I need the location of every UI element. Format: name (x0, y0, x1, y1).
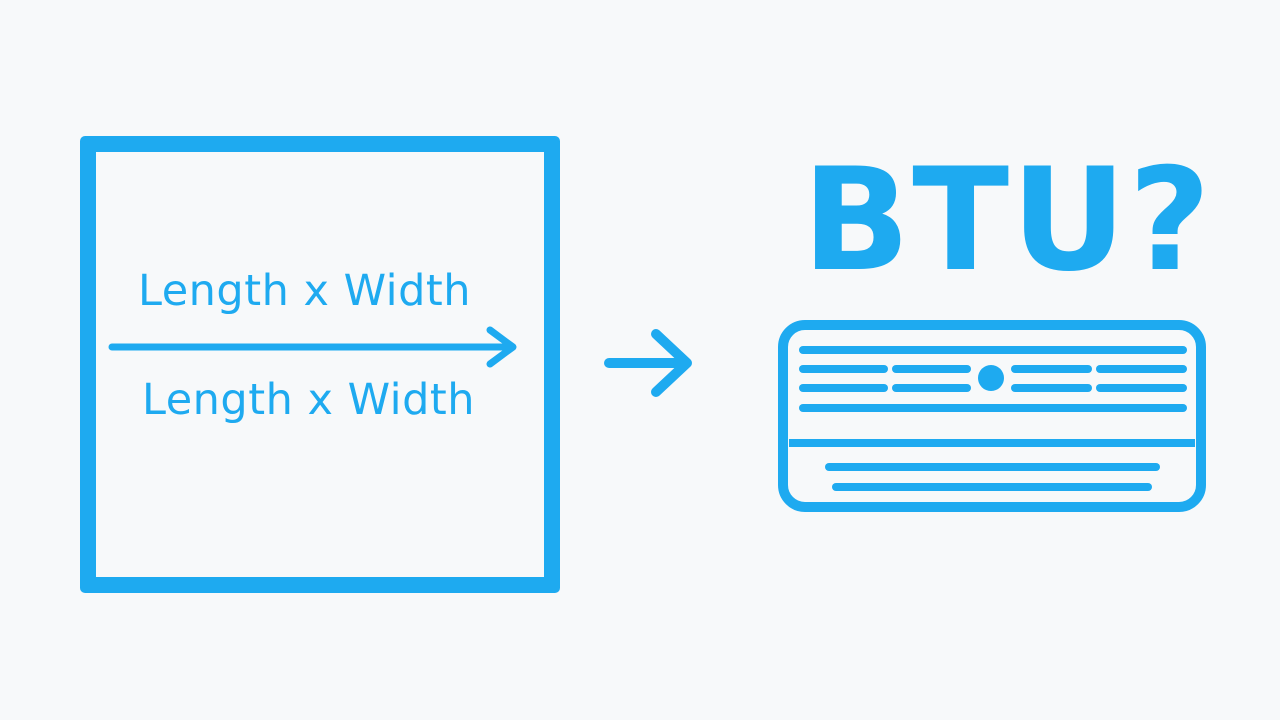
arrow-right-icon (604, 329, 692, 397)
room-outline (80, 136, 560, 593)
air-conditioner-icon (778, 320, 1206, 512)
room-dimension-label-bottom: Length x Width (142, 375, 476, 425)
btu-question-heading: BTU? (802, 138, 1213, 303)
indicator-light-icon (978, 365, 1004, 391)
room-measure-arrow-icon (108, 326, 517, 368)
room-dimension-label-top: Length x Width (138, 266, 472, 316)
